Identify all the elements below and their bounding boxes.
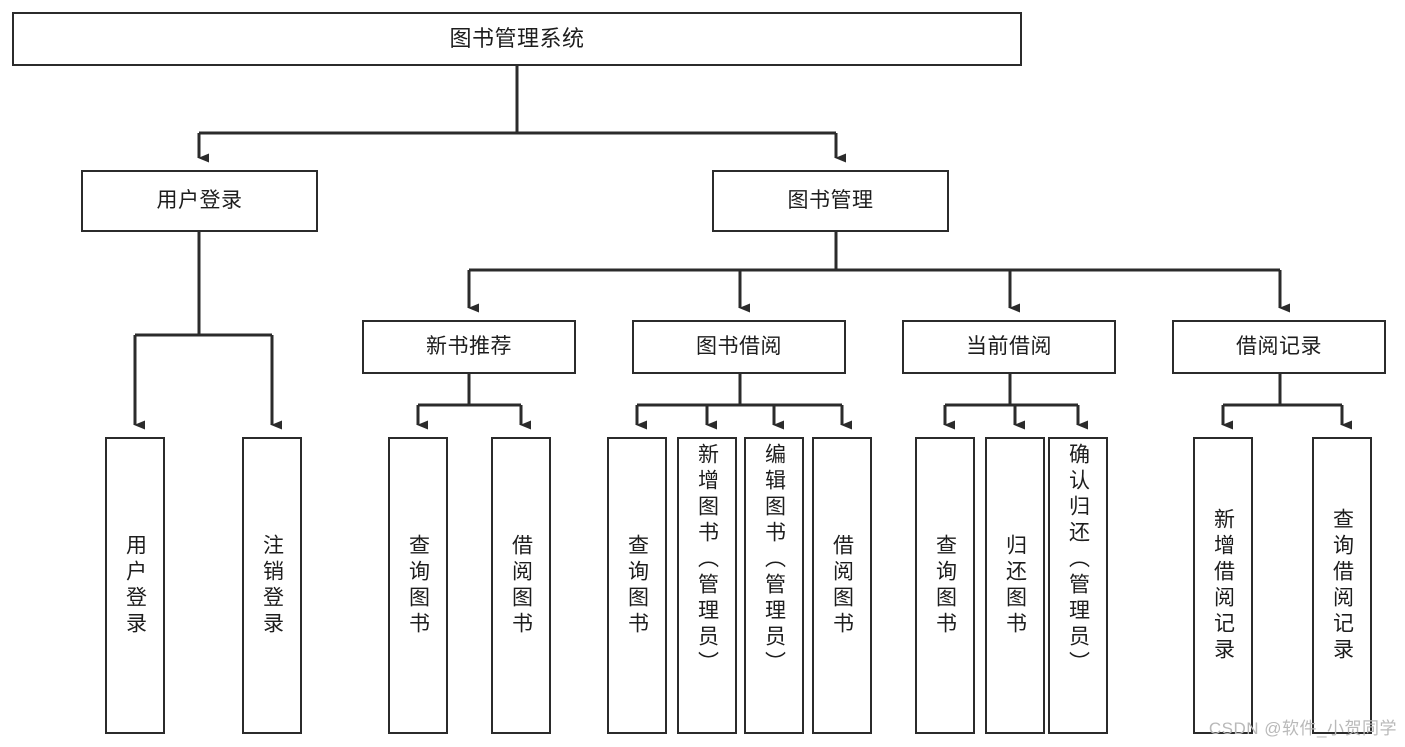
node-label: 图书借阅 xyxy=(696,334,782,358)
node-current-borrow[interactable]: 当前借阅 xyxy=(902,320,1116,374)
node-label: 查询图书 xyxy=(625,533,649,638)
node-label: 当前借阅 xyxy=(966,334,1052,358)
leaf-current-borrow-return-book[interactable]: 归还图书 xyxy=(985,437,1045,734)
node-book-borrow[interactable]: 图书借阅 xyxy=(632,320,846,374)
leaf-book-borrow-add-book-admin[interactable]: 新增图书（管理员） xyxy=(677,437,737,734)
node-label: 借阅图书 xyxy=(830,533,854,638)
leaf-current-borrow-query-book[interactable]: 查询图书 xyxy=(915,437,975,734)
leaf-book-borrow-edit-book-admin[interactable]: 编辑图书（管理员） xyxy=(744,437,804,734)
node-label: 用户登录 xyxy=(156,188,243,212)
watermark: CSDN @软件_小贺同学 xyxy=(1208,719,1397,738)
node-book-management[interactable]: 图书管理 xyxy=(712,170,949,232)
node-label: 图书管理系统 xyxy=(449,26,585,52)
leaf-borrow-records-query-record[interactable]: 查询借阅记录 xyxy=(1312,437,1372,734)
node-borrow-records[interactable]: 借阅记录 xyxy=(1172,320,1386,374)
node-label: 编辑图书（管理员） xyxy=(762,443,786,677)
node-label: 借阅记录 xyxy=(1236,334,1322,358)
leaf-new-book-query-book[interactable]: 查询图书 xyxy=(388,437,448,734)
node-label: 查询借阅记录 xyxy=(1330,507,1354,664)
node-user-login[interactable]: 用户登录 xyxy=(81,170,318,232)
node-label: 归还图书 xyxy=(1003,533,1027,638)
node-label: 图书管理 xyxy=(787,188,874,212)
node-label: 确认归还（管理员） xyxy=(1066,443,1090,677)
leaf-book-borrow-query-book[interactable]: 查询图书 xyxy=(607,437,667,734)
node-label: 新增借阅记录 xyxy=(1211,507,1235,664)
leaf-borrow-records-add-record[interactable]: 新增借阅记录 xyxy=(1193,437,1253,734)
leaf-user-login-logout[interactable]: 注销登录 xyxy=(242,437,302,734)
node-label: 新增图书（管理员） xyxy=(695,443,719,677)
node-label: 用户登录 xyxy=(123,533,147,638)
leaf-user-login-login[interactable]: 用户登录 xyxy=(105,437,165,734)
node-new-book-recommend[interactable]: 新书推荐 xyxy=(362,320,576,374)
node-label: 新书推荐 xyxy=(426,334,512,358)
node-label: 借阅图书 xyxy=(509,533,533,638)
node-root-book-management-system[interactable]: 图书管理系统 xyxy=(12,12,1022,66)
node-label: 查询图书 xyxy=(406,533,430,638)
node-label: 注销登录 xyxy=(260,533,284,638)
leaf-book-borrow-borrow-book[interactable]: 借阅图书 xyxy=(812,437,872,734)
leaf-new-book-borrow-book[interactable]: 借阅图书 xyxy=(491,437,551,734)
node-label: 查询图书 xyxy=(933,533,957,638)
leaf-current-borrow-confirm-return-admin[interactable]: 确认归还（管理员） xyxy=(1048,437,1108,734)
